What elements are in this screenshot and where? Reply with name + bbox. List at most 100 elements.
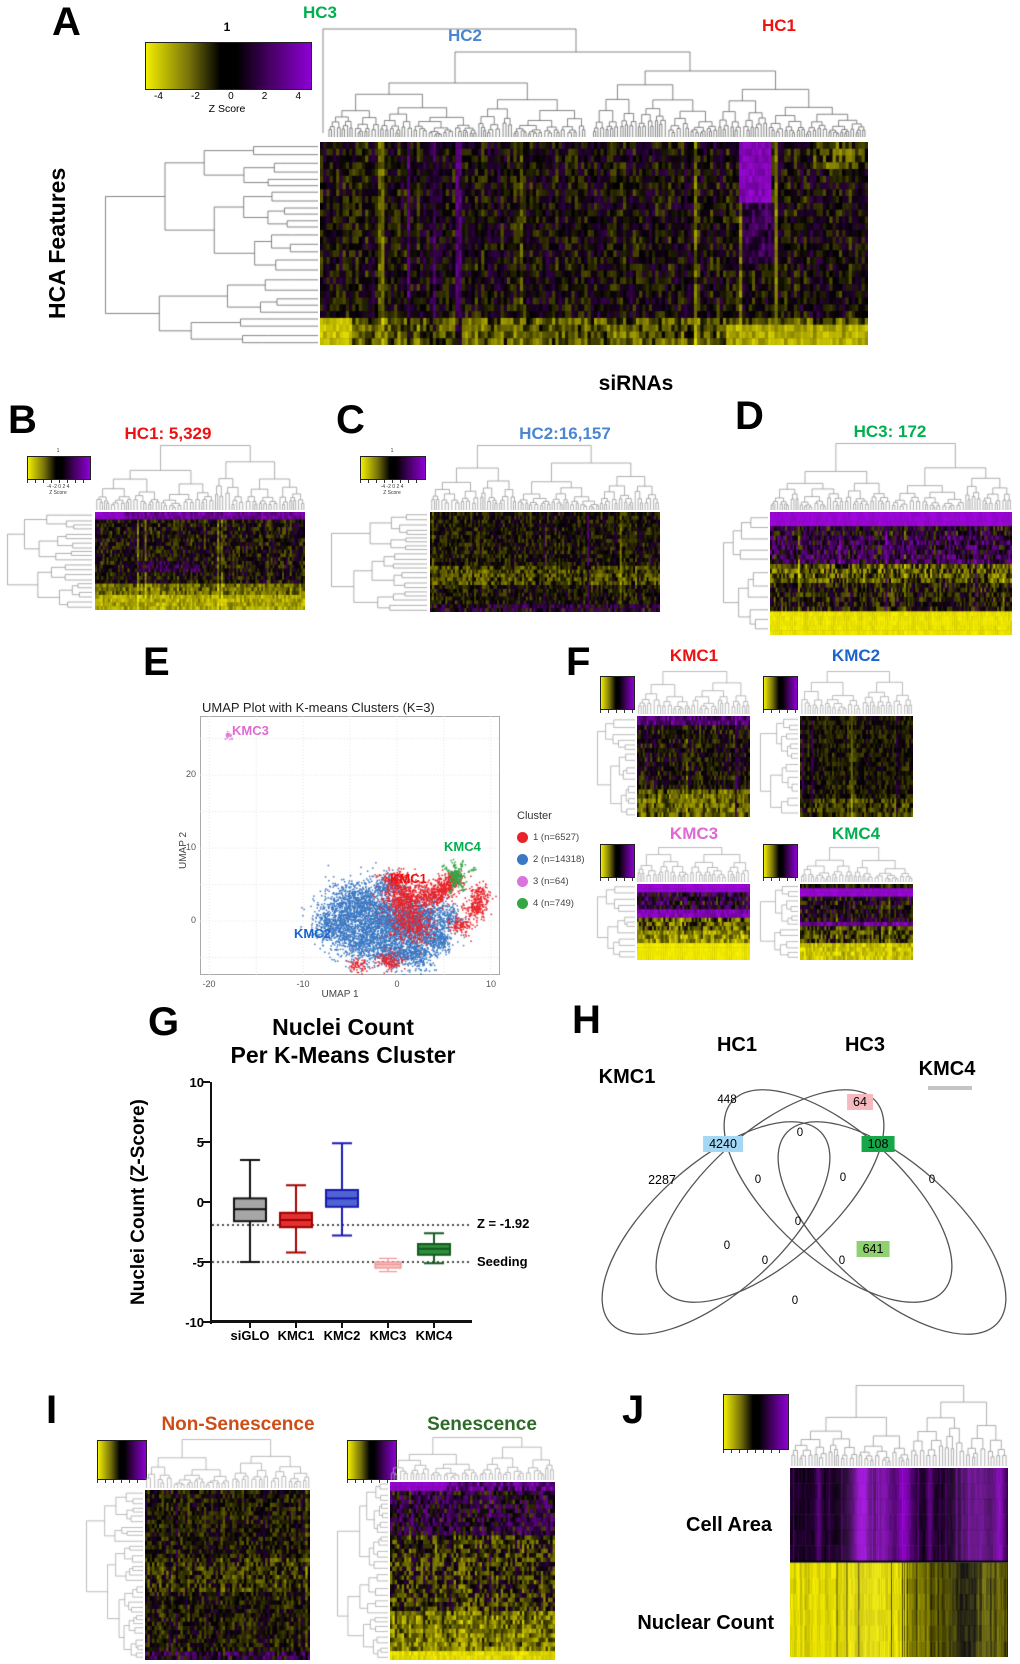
venn-count-hc3-only: 64	[847, 1094, 873, 1110]
legend-item-cluster3: 3 (n=64)	[533, 876, 569, 887]
panel-d-title: HC3: 172	[853, 422, 927, 441]
hc2-label: HC2	[448, 26, 483, 45]
colorbar-i-sen-ticks	[347, 1480, 395, 1483]
umap-ytick-10: 10	[185, 842, 196, 852]
venn-set-hc1: HC1	[716, 1034, 758, 1056]
venn-count-hc1-hc3: 0	[796, 1127, 804, 1139]
umap-kmc4-label: KMC4	[444, 839, 481, 854]
xtick-mark	[387, 1323, 389, 1328]
colorbar-c-title: 1	[390, 448, 394, 454]
heatmap-f-kmc1	[637, 716, 750, 817]
colorbar-f-kmc2	[763, 676, 798, 710]
boxplot-cat-kmc1: KMC1	[277, 1328, 315, 1343]
umap-kmc1-label: KMC1	[390, 871, 427, 886]
colorbar-c-tickmarks	[360, 480, 424, 483]
colorbar-j-ticks	[723, 1450, 787, 1453]
ytick-mark	[202, 1201, 210, 1203]
kmc4-fine-print	[928, 1086, 972, 1090]
col-dendrogram-f-kmc4	[800, 846, 913, 882]
col-dendrogram-b	[95, 444, 305, 510]
heatmap-c	[430, 512, 660, 612]
row-dendrogram-i-sen	[336, 1482, 388, 1660]
refline-seeding-label: Seeding	[477, 1254, 528, 1269]
kmc3-heatmap-title: KMC3	[669, 824, 719, 843]
boxplot-title-line1: Nuclei Count	[272, 1014, 414, 1040]
colorbar-f-kmc1	[600, 676, 635, 710]
ytick-mark	[202, 1261, 210, 1263]
colorbar-f-kmc1-ticks	[600, 710, 633, 713]
tick: 0	[228, 91, 234, 102]
panel-c-title: HC2:16,157	[519, 424, 611, 443]
col-dendrogram-j	[790, 1384, 1008, 1466]
panel-g-letter: G	[148, 1000, 179, 1044]
boxplot-cat-kmc2: KMC2	[323, 1328, 361, 1343]
colorbar-c-ticks: -4 -2 0 2 4	[380, 484, 404, 490]
venn-count-hc1-only: 448	[717, 1094, 737, 1106]
col-dendrogram-a	[320, 25, 868, 137]
heatmap-i-non	[145, 1490, 310, 1660]
colorbar-a-ticks: -4 -2 0 2 4	[145, 91, 310, 102]
legend-dot-cluster3	[517, 876, 528, 887]
colorbar-f-kmc2-ticks	[763, 710, 796, 713]
heatmap-j	[790, 1468, 1008, 1657]
boxplot-ytick: -5	[192, 1255, 204, 1270]
colorbar-i-non	[97, 1440, 147, 1480]
colorbar-f-kmc4	[763, 844, 798, 878]
colorbar-f-kmc3	[600, 844, 635, 878]
colorbar-f-kmc4-ticks	[763, 878, 796, 881]
hc1-label: HC1	[762, 16, 797, 35]
tick: -4	[154, 91, 163, 102]
colorbar-i-non-ticks	[97, 1480, 145, 1483]
panel-b-letter: B	[8, 398, 37, 442]
colorbar-b-label: Z Score	[49, 490, 67, 496]
colorbar-b-title: 1	[56, 448, 60, 454]
legend-item-cluster4: 4 (n=749)	[533, 898, 574, 909]
umap-xlabel: UMAP 1	[321, 989, 359, 1000]
row-dendrogram-f-kmc2	[759, 716, 798, 817]
refline-z-label: Z = -1.92	[477, 1216, 530, 1231]
legend-dot-cluster2	[517, 854, 528, 865]
umap-kmc3-label: KMC3	[232, 723, 269, 738]
panel-c-letter: C	[336, 398, 365, 442]
umap-kmc2-label: KMC2	[294, 926, 331, 941]
panel-f-letter: F	[566, 640, 590, 684]
legend-title: Cluster	[517, 810, 552, 822]
panel-d-letter: D	[735, 394, 764, 438]
legend-dot-cluster1	[517, 832, 528, 843]
heatmap-f-kmc4	[800, 884, 913, 960]
colorbar-j	[723, 1394, 789, 1450]
umap-xtick-0: 0	[394, 979, 400, 989]
umap-xtick-10: 10	[485, 979, 497, 989]
umap-title: UMAP Plot with K-means Clusters (K=3)	[202, 700, 435, 715]
venn-count-kmc1-kmc4: 0	[791, 1295, 799, 1307]
panel-a-xlabel: siRNAs	[598, 372, 674, 395]
col-dendrogram-i-non	[145, 1438, 310, 1488]
heatmap-d	[770, 512, 1012, 635]
heatmap-i-sen	[390, 1482, 555, 1660]
panel-h-letter: H	[572, 998, 601, 1042]
venn-count-kmc1-hc1-hc3: 0	[723, 1240, 731, 1252]
col-dendrogram-c	[430, 444, 660, 510]
tick: 2	[261, 91, 268, 102]
xtick-mark	[295, 1323, 297, 1328]
row-dendrogram-f-kmc1	[596, 716, 635, 817]
boxplot-ytick: -10	[185, 1315, 204, 1330]
boxplot-cat-kmc4: KMC4	[415, 1328, 453, 1343]
venn-set-hc3: HC3	[844, 1034, 886, 1056]
boxplot-title-line2: Per K-Means Cluster	[230, 1042, 456, 1068]
umap-xtick-n20: -20	[202, 979, 216, 989]
row-dendrogram-d	[722, 512, 768, 635]
colorbar-b-gradient	[27, 456, 91, 480]
panel-a-letter: A	[52, 0, 81, 44]
boxplot-ytick: 10	[189, 1075, 204, 1090]
venn-count-hc3-kmc4: 108	[861, 1136, 895, 1152]
tick: -2	[191, 91, 200, 102]
heatmap-a	[320, 142, 868, 345]
legend-item-cluster2: 2 (n=14318)	[533, 854, 585, 865]
colorbar-a-gradient	[145, 42, 312, 90]
